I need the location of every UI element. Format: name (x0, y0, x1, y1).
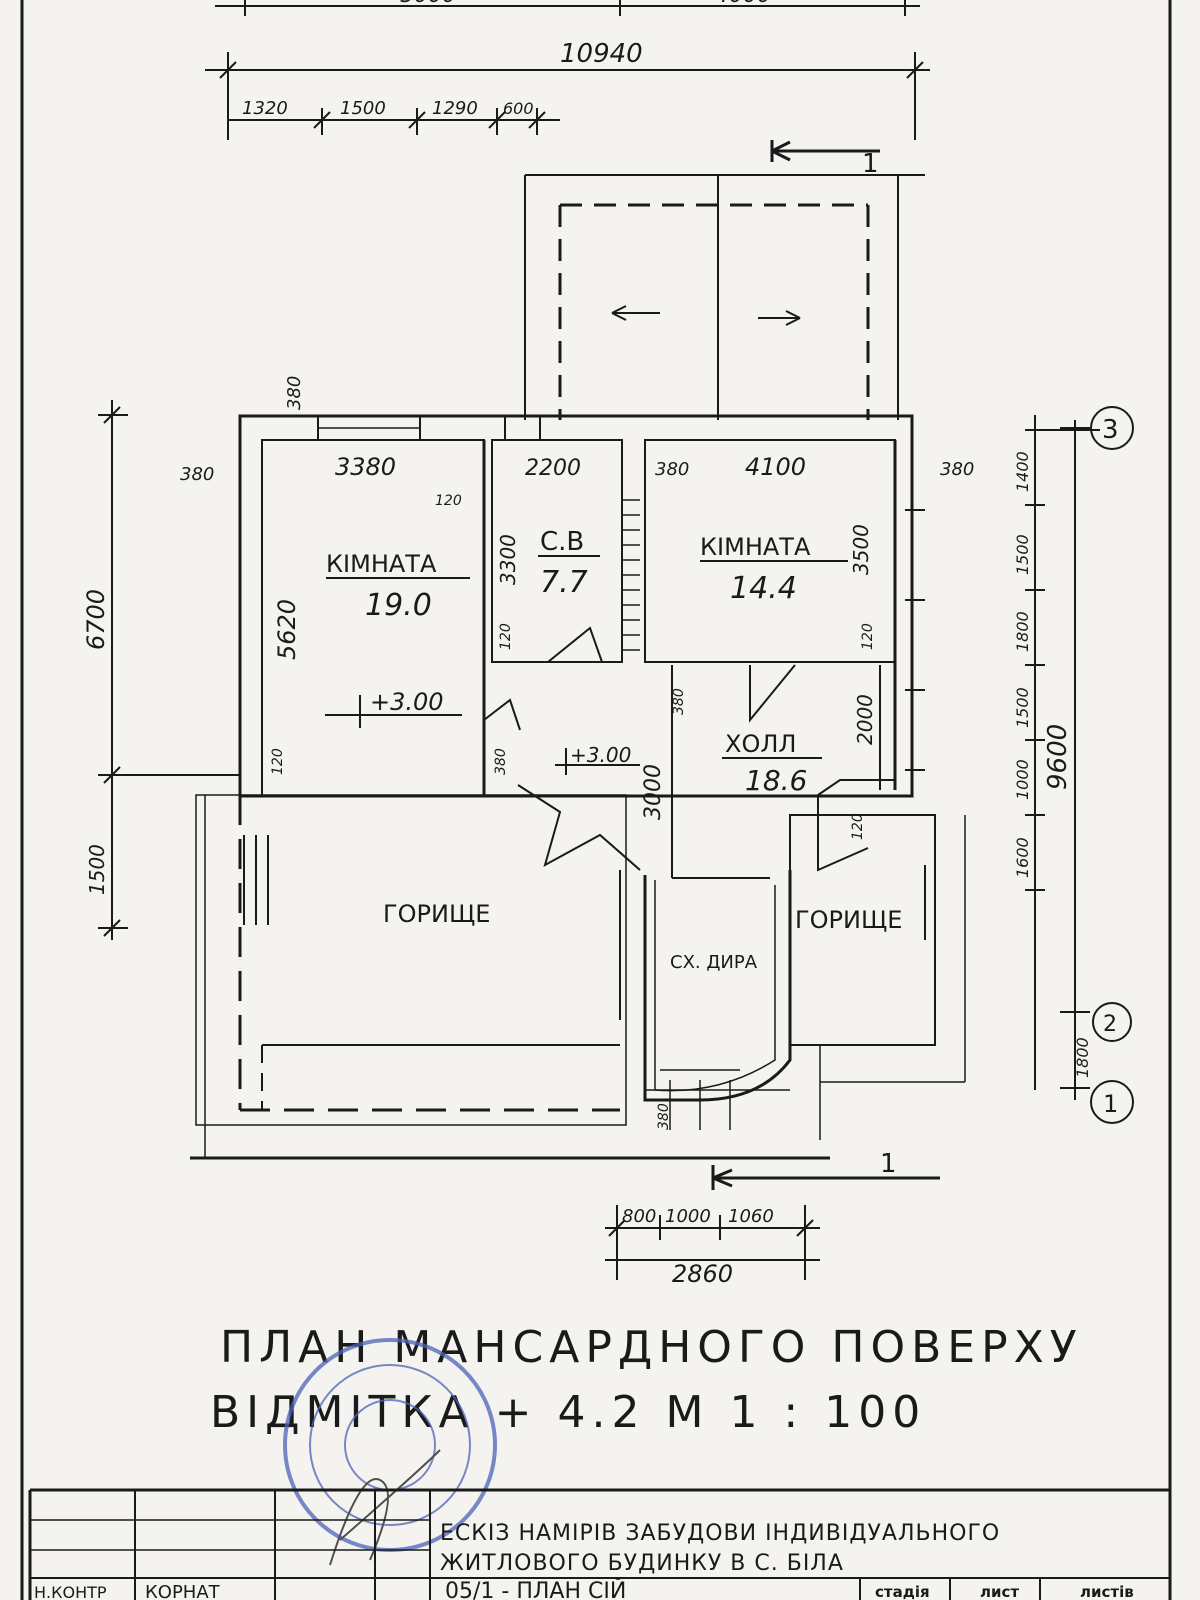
attic-left-label: ГОРИЩЕ (383, 900, 490, 928)
top-dimensions (205, 0, 930, 140)
dim-bottom-chain-1: 1000 (665, 1206, 711, 1227)
dim-bottom-chain-2: 1060 (728, 1206, 774, 1227)
room2-name: КІМНАТА (700, 533, 811, 561)
dim-partition-a: 120 (435, 493, 462, 509)
dim-hall-side: 2000 (853, 694, 877, 745)
dim-sv-height: 3300 (496, 534, 520, 585)
dim-right-chain-4: 1000 (1013, 759, 1032, 800)
dim-bottom-chain-0: 800 (622, 1206, 656, 1227)
dim-stair: 380 (656, 1103, 672, 1130)
sv-area: 7.7 (540, 565, 588, 600)
level-mark-a: +3.00 (370, 688, 444, 716)
dim-room2-width: 4100 (745, 453, 806, 481)
stair-label: СХ. ДИРА (670, 952, 758, 973)
bottom-dimensions (605, 1205, 820, 1280)
title-row-label1: Н.КОНТР (34, 1583, 107, 1600)
col-stage: стадія (875, 1583, 930, 1600)
dim-wall-b: 380 (284, 376, 305, 410)
floor-plan-walls (190, 414, 966, 1160)
dim-top-chain-3: 600 (503, 99, 534, 118)
dim-top-chain-2: 1290 (432, 98, 478, 119)
dim-room1-height: 5620 (273, 599, 301, 660)
dim-bottom-total: 2860 (672, 1260, 733, 1288)
dim-wall-c: 380 (655, 459, 689, 480)
dim-room1-width: 3380 (335, 453, 396, 481)
axis-label-3: 3 (1102, 415, 1119, 445)
axis-label-1: 1 (1103, 1090, 1118, 1118)
dim-sv-width: 2200 (525, 456, 581, 481)
attic-right-label: ГОРИЩЕ (795, 906, 902, 934)
dim-overall-width: 10940 (560, 39, 643, 69)
official-stamp (283, 1338, 497, 1566)
side-dimensions (98, 400, 1100, 1100)
dim-top-partial-a: 5000 (400, 0, 456, 8)
dim-hall-height: 3000 (641, 764, 666, 820)
dim-right-chain-6: 1800 (1073, 1037, 1092, 1078)
col-sheet: лист (980, 1583, 1019, 1600)
room1-area: 19.0 (365, 588, 432, 623)
sheet-title-line1: ПЛАН МАНСАРДНОГО ПОВЕРХУ (220, 1322, 1083, 1373)
level-marks (325, 695, 640, 775)
project-title-line2: ЖИТЛОВОГО БУДИНКУ В С. БІЛА (440, 1551, 844, 1576)
dim-wall-e: 380 (671, 688, 687, 715)
dim-wall-d: 380 (940, 459, 974, 480)
dim-left-lower: 1500 (85, 844, 109, 895)
room2-area: 14.4 (730, 571, 797, 606)
dim-right-chain-3: 1500 (1013, 687, 1032, 728)
hall-name: ХОЛЛ (725, 730, 796, 758)
dim-top-chain-1: 1500 (340, 98, 386, 119)
sheet-frame (20, 0, 1172, 1600)
dormer-outline (524, 174, 925, 420)
title-row-label2: КОРНАТ (145, 1582, 221, 1600)
dim-wall-a: 380 (180, 464, 214, 485)
hall-area: 18.6 (745, 764, 807, 797)
section-mark-top (770, 140, 880, 162)
dim-right-chain-5: 1600 (1013, 837, 1032, 878)
sv-name: С.В (540, 527, 584, 557)
dim-partition-b: 120 (498, 623, 514, 650)
dim-partition-e: 120 (850, 813, 866, 840)
dim-right-height: 9600 (1043, 724, 1073, 790)
dim-top-partial-b: 4000 (715, 0, 771, 8)
title-block (28, 1488, 1170, 1600)
room1-name: КІМНАТА (326, 550, 437, 578)
project-title-line1: ЕСКІЗ НАМІРІВ ЗАБУДОВИ ІНДИВІДУАЛЬНОГО (440, 1521, 1000, 1546)
dim-right-chain-1: 1500 (1013, 534, 1032, 575)
dim-right-chain-0: 1400 (1013, 451, 1032, 492)
section-mark-bottom (711, 1165, 940, 1190)
dim-room2-height: 3500 (849, 524, 873, 575)
dim-opening-a: 380 (493, 748, 509, 775)
dim-left-height: 6700 (82, 589, 110, 650)
level-mark-b: +3.00 (570, 743, 631, 767)
dim-top-chain-0: 1320 (242, 98, 288, 119)
dim-partition-d: 120 (270, 748, 286, 775)
section-mark-bottom-label: 1 (880, 1149, 897, 1179)
dim-partition-c: 120 (860, 623, 876, 650)
axis-label-2: 2 (1103, 1012, 1117, 1037)
drawing-code: 05/1 - ПЛАН СІЙ (445, 1578, 626, 1600)
section-mark-top-label: 1 (862, 149, 879, 179)
col-sheets: листів (1080, 1583, 1134, 1600)
dim-right-chain-2: 1800 (1013, 611, 1032, 652)
axis-markers (1090, 406, 1134, 1124)
